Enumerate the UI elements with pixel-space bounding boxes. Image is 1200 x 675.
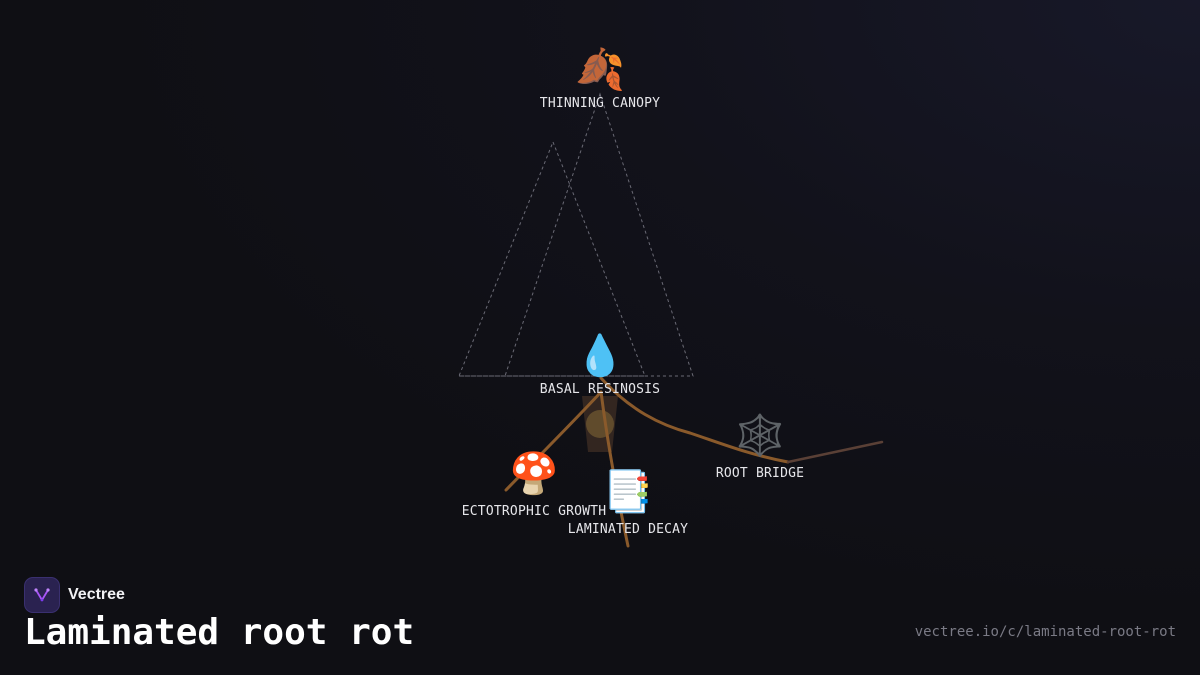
node-laminated-decay[interactable]: 📑 LAMINATED DECAY xyxy=(568,470,688,537)
root-bridge-link xyxy=(786,440,884,464)
brand-name: Vectree xyxy=(68,586,125,603)
spider-web-icon: 🕸️ xyxy=(735,413,785,459)
node-label: THINNING CANOPY xyxy=(539,96,661,111)
vectree-logo-icon xyxy=(24,577,60,613)
node-label: ROOT BRIDGE xyxy=(715,466,805,481)
node-ectotrophic-growth[interactable]: 🍄 ECTOTROPHIC GROWTH xyxy=(462,452,606,519)
page-url[interactable]: vectree.io/c/laminated-root-rot xyxy=(914,624,1176,640)
mushroom-icon: 🍄 xyxy=(509,451,559,497)
lesion-spot xyxy=(586,410,614,438)
root-system xyxy=(504,376,884,548)
node-label: LAMINATED DECAY xyxy=(567,522,689,537)
node-basal-resinosis[interactable]: 💧 BASAL RESINOSIS xyxy=(540,334,660,397)
page-title: Laminated root rot xyxy=(24,612,415,653)
tree-outline xyxy=(458,92,694,377)
node-label: BASAL RESINOSIS xyxy=(539,382,661,397)
root-left xyxy=(504,390,603,492)
fallen-leaf-icon: 🍂 xyxy=(575,47,625,93)
node-root-bridge[interactable]: 🕸️ ROOT BRIDGE xyxy=(716,414,804,481)
node-thinning-canopy[interactable]: 🍂 THINNING CANOPY xyxy=(540,48,660,111)
node-label: ECTOTROPHIC GROWTH xyxy=(461,504,607,519)
root-right xyxy=(599,376,790,464)
vectree-logo-glyph xyxy=(34,588,50,602)
bookmark-tabs-icon: 📑 xyxy=(603,469,653,515)
droplet-icon: 💧 xyxy=(575,333,625,379)
brand[interactable]: Vectree xyxy=(24,577,125,613)
root-down xyxy=(599,390,630,548)
